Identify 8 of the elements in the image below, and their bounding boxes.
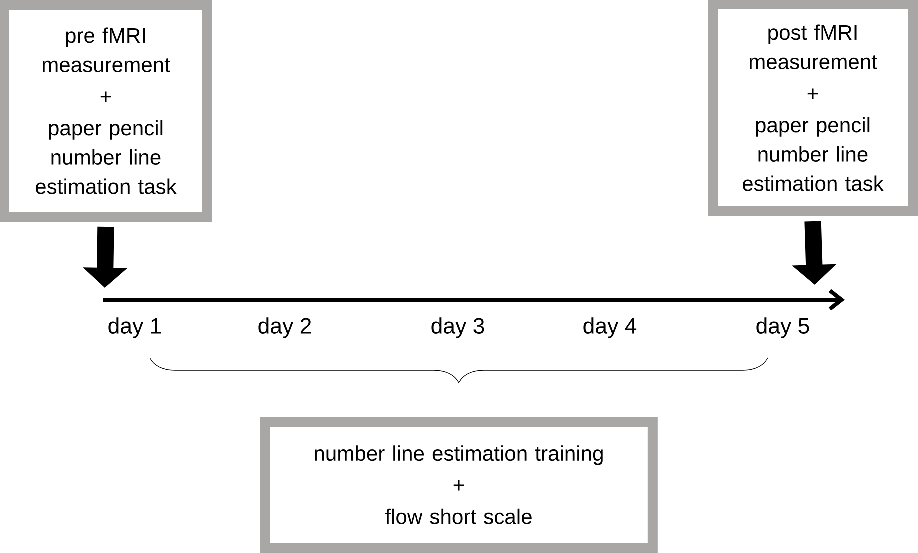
day-label: day 5 xyxy=(756,318,810,338)
text-box: post fMRI measurement + paper pencil number line estimation task xyxy=(708,0,918,216)
text-box: number line estimation training + flow short scale xyxy=(260,417,658,553)
day-label: day 4 xyxy=(584,318,637,338)
day-label: day 2 xyxy=(258,318,312,338)
text-box: pre fMRI measurement + paper pencil number line estimation task xyxy=(0,0,212,222)
day-label: day 3 xyxy=(432,318,484,338)
day-label: day 1 xyxy=(108,318,162,338)
